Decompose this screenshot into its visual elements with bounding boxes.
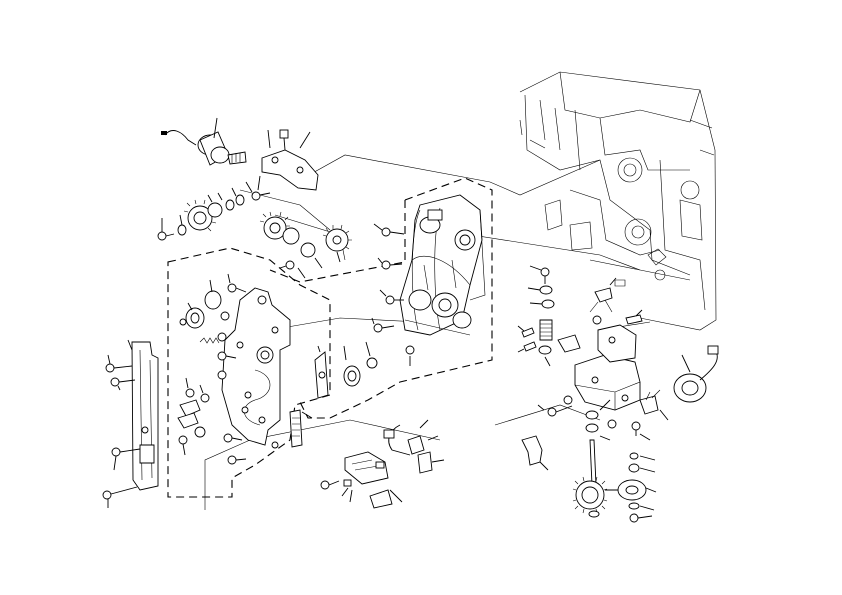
motor-assembly xyxy=(161,117,247,166)
gear-pair-left xyxy=(183,194,223,232)
latch-clips-left xyxy=(177,399,206,456)
drive-bracket-small xyxy=(314,341,378,399)
right-mount-bracket xyxy=(574,324,641,411)
clip-and-hardware-right xyxy=(607,389,669,441)
stepper-motor-right xyxy=(673,345,719,403)
sensor-bracket-bottom xyxy=(320,451,403,509)
side-plate xyxy=(221,287,291,446)
latch-right-top xyxy=(589,277,643,325)
small-bracket-bottom xyxy=(271,409,313,449)
screw-set-top-left xyxy=(157,175,271,241)
gear-pair-center xyxy=(259,211,352,279)
shaft-and-gear-assembly xyxy=(572,399,620,518)
screw-set-gear-drive xyxy=(371,223,415,366)
left-bracket-group-outline xyxy=(167,247,331,498)
screw-set-left-rail xyxy=(102,354,141,508)
left-guide-rail xyxy=(127,339,159,491)
wire-harness-sensor xyxy=(383,419,445,474)
pulley-and-spring xyxy=(179,279,222,344)
spring-and-screws-right xyxy=(517,265,581,367)
clip-bottom-left xyxy=(521,395,573,471)
gear-drive-group-outline xyxy=(299,177,493,419)
gear-wheel-right xyxy=(617,452,657,523)
screw-set-plate xyxy=(185,273,247,465)
gear-drive-group-outline-left xyxy=(269,200,406,283)
motor-bracket xyxy=(261,129,319,191)
main-frame-assembly xyxy=(519,71,717,331)
gear-drive-unit xyxy=(399,194,486,336)
